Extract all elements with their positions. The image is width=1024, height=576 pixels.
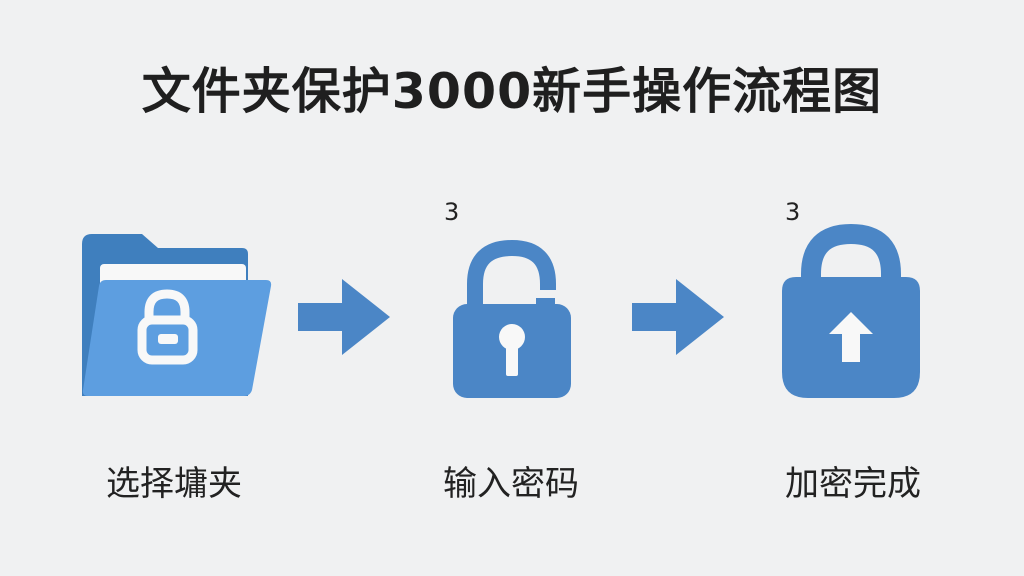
right-arrow-icon — [298, 279, 390, 355]
step-number-2: 3 — [444, 198, 460, 226]
lock-up-arrow-icon — [782, 223, 920, 398]
folder-lock-icon — [82, 234, 272, 396]
step-label-enter-password: 输入密码 — [443, 464, 579, 504]
step-number-3: 3 — [785, 198, 801, 226]
right-arrow-icon — [632, 279, 724, 355]
unlock-icon — [453, 239, 571, 398]
step-label-encryption-complete: 加密完成 — [785, 464, 921, 504]
diagram-title: 文件夹保护3000新手操作流程图 — [141, 63, 883, 120]
step-label-select-folder: 选择墉夹 — [106, 464, 242, 504]
